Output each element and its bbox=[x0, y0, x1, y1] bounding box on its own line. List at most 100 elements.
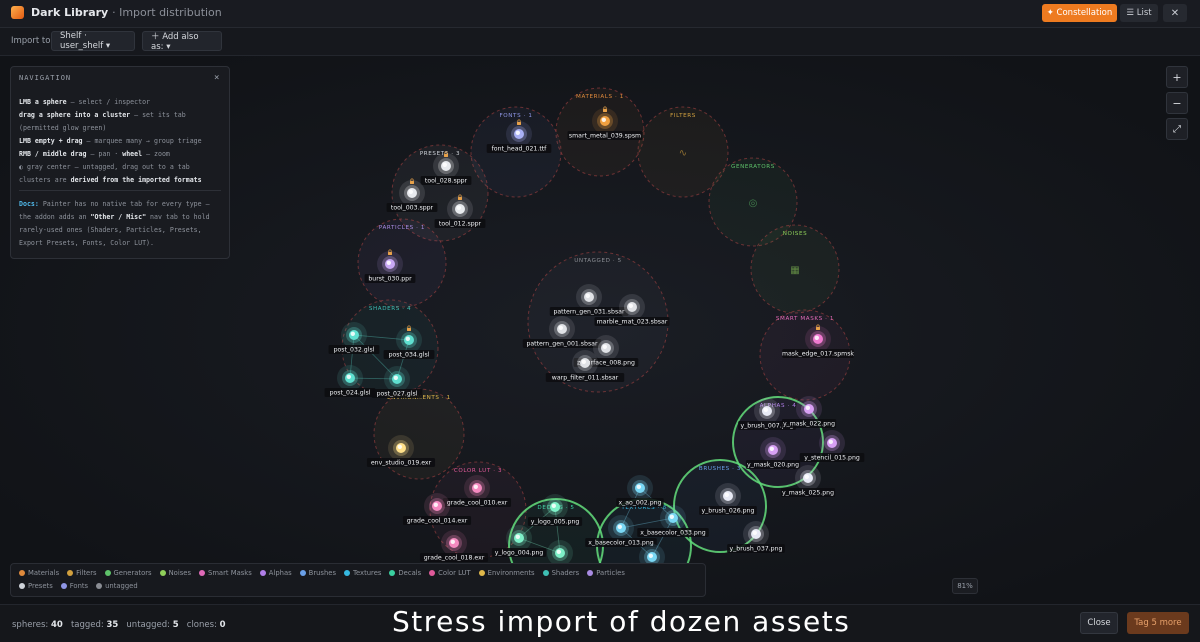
sphere-label-bg bbox=[567, 131, 643, 140]
asset-sphere[interactable]: marble_mat_023.sbsar bbox=[594, 294, 670, 326]
sphere-highlight bbox=[648, 553, 653, 558]
cluster-label: PRESETS · 3 bbox=[420, 151, 460, 157]
legend-label: Alphas bbox=[268, 569, 292, 577]
asset-sphere[interactable]: y_mask_022.png bbox=[781, 396, 837, 428]
cluster-presets[interactable]: PRESETS · 3 bbox=[391, 144, 489, 242]
shelf-select[interactable]: Shelf · user_shelf ▾ bbox=[51, 31, 135, 51]
sphere-label-bg bbox=[780, 488, 836, 497]
legend-dot-icon bbox=[60, 583, 67, 589]
caption-banner: Stress import of dozen assets bbox=[392, 605, 851, 638]
cluster-filters[interactable]: FILTERS bbox=[637, 106, 729, 198]
sphere-label-bg bbox=[738, 421, 796, 430]
zoom-in-button[interactable]: + bbox=[1166, 66, 1188, 88]
legend-dot-icon bbox=[542, 570, 549, 576]
sphere-highlight bbox=[601, 117, 606, 122]
asset-sphere[interactable]: font_head_021.ttf bbox=[486, 119, 552, 153]
sphere-label: y_mask_020.png bbox=[747, 462, 799, 469]
asset-sphere[interactable]: warp_filter_011.sbsar bbox=[545, 350, 625, 382]
close-window-button[interactable]: ✕ bbox=[1163, 4, 1187, 22]
legend-dot-icon bbox=[19, 570, 25, 576]
asset-sphere[interactable]: burst_030.ppr bbox=[364, 249, 416, 283]
footer-close-button[interactable]: Close bbox=[1080, 612, 1118, 634]
tag-more-button[interactable]: Tag 5 more bbox=[1127, 612, 1189, 634]
asset-sphere[interactable]: y_mask_025.png bbox=[780, 465, 836, 497]
sphere-highlight bbox=[724, 492, 729, 497]
add-also-as-select[interactable]: ＋ Add also as: ▾ bbox=[142, 31, 222, 52]
asset-sphere[interactable]: post_032.glsl bbox=[328, 322, 380, 354]
sphere-label: mask_edge_017.spmsk bbox=[782, 351, 854, 358]
asset-sphere[interactable]: y_logo_004.png bbox=[491, 525, 547, 557]
sphere-label-bg bbox=[727, 544, 785, 553]
sphere-highlight bbox=[397, 444, 402, 449]
asset-sphere[interactable]: y_mask_020.png bbox=[745, 437, 801, 469]
list-view-button[interactable]: ☰ List bbox=[1120, 4, 1158, 22]
asset-sphere[interactable]: x_ao_002.png bbox=[616, 475, 664, 507]
asset-sphere[interactable]: x_basecolor_013.png bbox=[585, 515, 657, 547]
lock-shackle bbox=[388, 249, 392, 252]
cluster-label: SMART MASKS · 1 bbox=[776, 316, 834, 322]
lock-icon bbox=[603, 106, 607, 112]
asset-sphere[interactable]: tool_003.sppr bbox=[386, 178, 438, 212]
asset-sphere[interactable]: pattern_gen_031.sbsar bbox=[549, 284, 629, 316]
sphere-highlight bbox=[556, 549, 561, 554]
sphere-highlight bbox=[804, 474, 809, 479]
permitted-drop-ring bbox=[673, 459, 767, 553]
asset-sphere[interactable]: tool_012.sppr bbox=[434, 194, 486, 228]
sphere-highlight bbox=[408, 189, 413, 194]
fit-view-button[interactable]: ⤢ bbox=[1166, 118, 1188, 140]
sphere-label: y_mask_025.png bbox=[782, 490, 834, 497]
sphere-link bbox=[620, 517, 674, 529]
asset-sphere[interactable]: tool_028.sppr bbox=[420, 151, 472, 185]
legend-dot-icon bbox=[259, 570, 266, 576]
import-toolbar: Import to: Shelf · user_shelf ▾ ＋ Add al… bbox=[0, 28, 1200, 56]
cluster-label: NOISES bbox=[783, 231, 807, 237]
cluster-label: FILTERS bbox=[670, 113, 696, 119]
sphere-link bbox=[554, 506, 561, 554]
legend-item: Generators bbox=[104, 569, 152, 577]
asset-sphere[interactable]: y_logo_005.png bbox=[527, 494, 583, 526]
sphere-label: y_stencil_015.png bbox=[804, 455, 860, 462]
sphere-highlight bbox=[805, 405, 810, 410]
cluster-ring bbox=[708, 157, 798, 247]
asset-sphere[interactable]: y_brush_026.png bbox=[699, 483, 757, 515]
cluster-label: UNTAGGED · 5 bbox=[574, 258, 622, 264]
lock-icon bbox=[388, 249, 392, 255]
zoom-out-button[interactable]: − bbox=[1166, 92, 1188, 114]
cluster-noises[interactable]: NOISES bbox=[750, 224, 840, 314]
asset-sphere[interactable]: grade_cool_018.exr bbox=[419, 530, 489, 562]
asset-sphere[interactable]: grade_cool_014.exr bbox=[402, 493, 472, 525]
cluster-generators[interactable]: GENERATORS bbox=[708, 157, 798, 247]
asset-sphere[interactable]: pattern_gen_001.sbsar bbox=[522, 316, 602, 348]
sphere-label: x_ao_002.png bbox=[619, 500, 662, 507]
sphere-label: post_027.glsl bbox=[377, 391, 418, 398]
asset-sphere[interactable]: smart_metal_039.spsm bbox=[567, 106, 643, 140]
asset-sphere[interactable]: y_brush_037.png bbox=[727, 521, 785, 553]
asset-sphere[interactable]: env_studio_019.exr bbox=[366, 435, 436, 467]
legend-dot-icon bbox=[199, 570, 205, 576]
asset-sphere[interactable]: x_basecolor_033.png bbox=[637, 505, 709, 537]
sphere-link bbox=[353, 334, 410, 341]
asset-sphere[interactable]: post_027.glsl bbox=[371, 366, 423, 398]
asset-sphere[interactable]: grade_cool_010.exr bbox=[442, 475, 512, 507]
asset-sphere[interactable]: post_034.glsl bbox=[383, 325, 435, 359]
asset-sphere[interactable]: y_brush_007.png bbox=[738, 398, 796, 430]
navigation-close-button[interactable]: × bbox=[214, 73, 220, 83]
sphere-link bbox=[396, 339, 410, 380]
asset-sphere[interactable]: mask_edge_017.spmsk bbox=[782, 324, 854, 358]
sphere-link bbox=[353, 334, 398, 380]
asset-sphere[interactable]: y_stencil_015.png bbox=[799, 430, 865, 462]
asset-sphere[interactable]: z_surface_008.png bbox=[573, 335, 639, 367]
legend-label: Generators bbox=[113, 569, 152, 577]
lock-icon bbox=[517, 119, 521, 125]
legend-label: Filters bbox=[76, 569, 97, 577]
nav-hint: drag a sphere into a cluster — set its t… bbox=[19, 111, 186, 119]
window-title: Dark Library · Import distribution bbox=[31, 6, 222, 19]
cluster-particles[interactable]: PARTICLES · 1 bbox=[357, 218, 447, 308]
constellation-view-button[interactable]: ✦ Constellation bbox=[1042, 4, 1117, 22]
sphere-label: burst_030.ppr bbox=[368, 276, 412, 283]
zoom-level-indicator: 81% bbox=[952, 578, 978, 594]
lock-shackle bbox=[458, 194, 462, 197]
lock-body bbox=[444, 154, 448, 157]
asset-sphere[interactable]: post_024.glsl bbox=[324, 365, 376, 397]
